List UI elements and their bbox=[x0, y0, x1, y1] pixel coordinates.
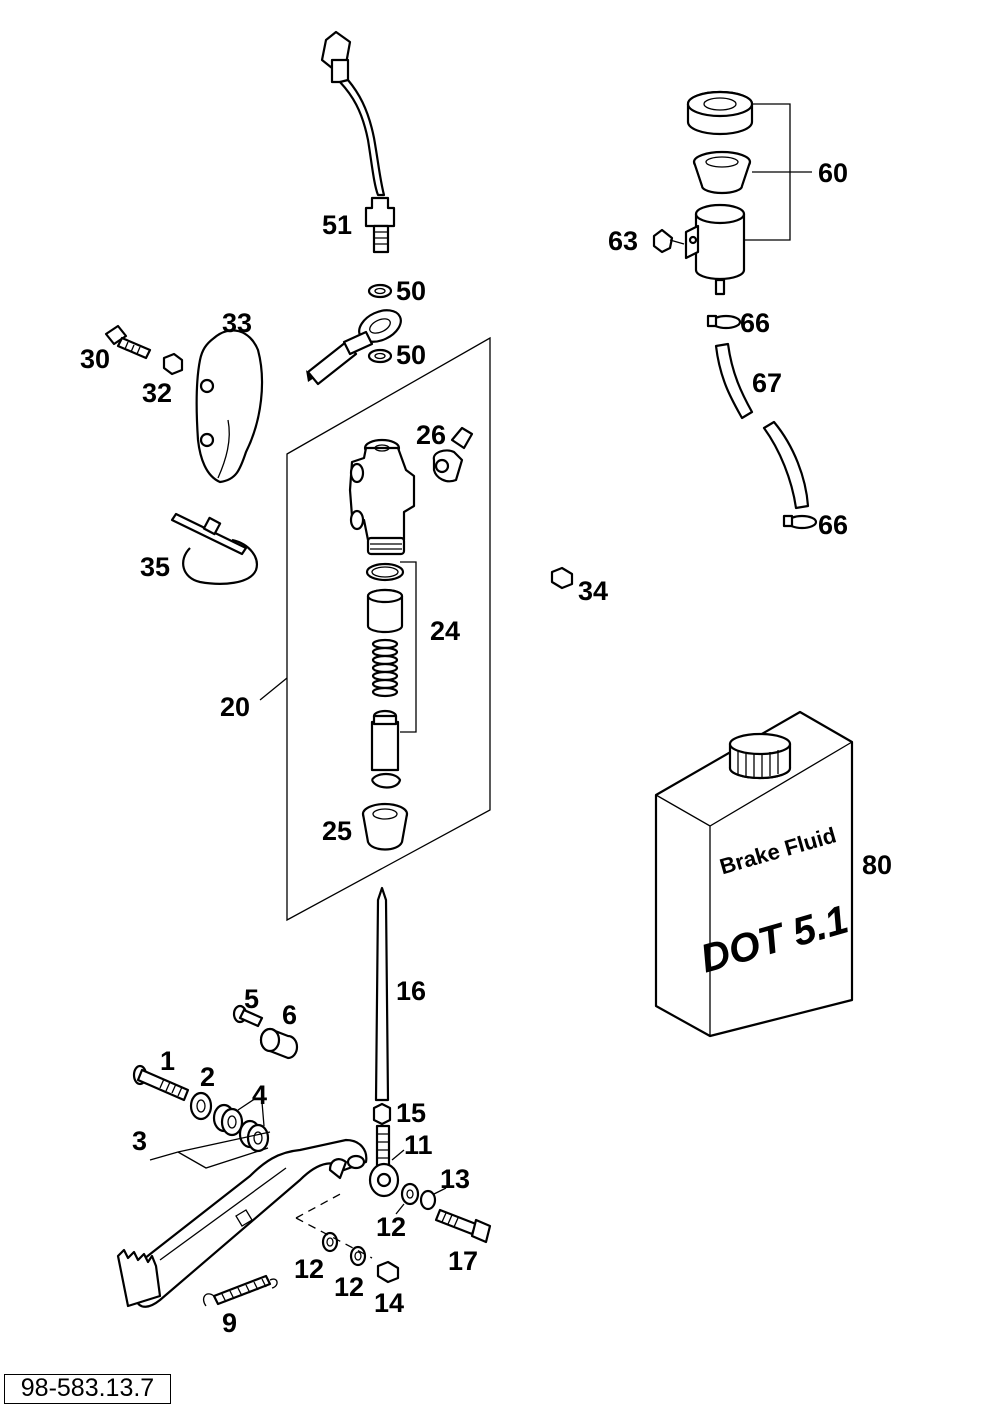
reservoir-bracket bbox=[744, 103, 812, 241]
dust-boot-part bbox=[361, 802, 409, 851]
callout-16: 16 bbox=[396, 976, 426, 1006]
nut-14-part bbox=[376, 1260, 400, 1284]
callout-25: 25 bbox=[322, 816, 352, 846]
bearing-4-b-part bbox=[238, 1119, 270, 1153]
callout-14: 14 bbox=[374, 1288, 404, 1318]
callout-20: 20 bbox=[220, 692, 250, 722]
screw-5-part bbox=[232, 1004, 264, 1028]
callout-66-upper: 66 bbox=[740, 308, 770, 338]
callout-26: 26 bbox=[416, 420, 446, 450]
callout-9: 9 bbox=[222, 1308, 237, 1338]
piston-sleeve-part bbox=[366, 588, 404, 634]
screw-63-part bbox=[652, 228, 674, 254]
banjo-fitting-part bbox=[306, 309, 402, 386]
hose-clamp-lower-part bbox=[782, 514, 818, 530]
callout-12-c: 12 bbox=[334, 1272, 364, 1302]
cable-tie-part bbox=[170, 512, 258, 585]
washer-12-c-part bbox=[349, 1245, 367, 1267]
spring-washer-13-part bbox=[419, 1189, 437, 1211]
washer-12-b-part bbox=[321, 1231, 339, 1253]
return-spring-9-part bbox=[202, 1274, 278, 1307]
reservoir-diaphragm-part bbox=[692, 150, 752, 195]
callout-32: 32 bbox=[142, 378, 172, 408]
brake-fluid-can: Brake Fluid DOT 5.1 bbox=[654, 710, 853, 1038]
pivot-bolt-1-part bbox=[132, 1064, 190, 1102]
sealing-washer-lower bbox=[367, 348, 393, 364]
callout-11: 11 bbox=[404, 1130, 433, 1160]
callout-50-upper: 50 bbox=[396, 276, 426, 306]
nut-15-part bbox=[372, 1102, 392, 1126]
master-cylinder-cover-part bbox=[195, 329, 264, 484]
bolt-17-part bbox=[434, 1208, 492, 1244]
master-cylinder-body-part bbox=[348, 438, 416, 556]
callout-1: 1 bbox=[160, 1046, 175, 1076]
callout-60: 60 bbox=[818, 158, 848, 188]
nut-34-part bbox=[550, 566, 574, 590]
callout-35: 35 bbox=[140, 552, 170, 582]
reference-code-box: 98-583.13.7 bbox=[4, 1374, 171, 1404]
callout-30: 30 bbox=[80, 344, 110, 374]
master-cylinder-assembly-frame bbox=[286, 336, 491, 922]
callout-34: 34 bbox=[578, 576, 608, 606]
callout-12-a: 12 bbox=[376, 1212, 406, 1242]
callout-33: 33 bbox=[222, 308, 252, 338]
spacer-6-part bbox=[259, 1027, 299, 1060]
hose-clamp-upper-part bbox=[706, 314, 742, 330]
callout-2: 2 bbox=[200, 1062, 215, 1092]
reservoir-hose-part bbox=[714, 342, 810, 510]
return-spring-part bbox=[371, 638, 399, 698]
circlip-part bbox=[370, 772, 402, 789]
callout-66-lower: 66 bbox=[818, 510, 848, 540]
bolt-30-part bbox=[104, 324, 152, 360]
callout-15: 15 bbox=[396, 1098, 426, 1128]
reservoir-body-part bbox=[684, 203, 746, 296]
clevis-part bbox=[368, 1124, 400, 1198]
brake-light-switch-part bbox=[320, 30, 396, 254]
push-rod-part bbox=[374, 886, 390, 1102]
washer-2-part bbox=[189, 1091, 213, 1121]
reservoir-cap-part bbox=[686, 90, 754, 136]
callout-4: 4 bbox=[252, 1080, 267, 1110]
callout-24: 24 bbox=[430, 616, 460, 646]
callout-6: 6 bbox=[282, 1000, 297, 1030]
callout-5: 5 bbox=[244, 984, 259, 1014]
callout-13: 13 bbox=[440, 1164, 470, 1194]
brake-pedal-part bbox=[116, 1138, 368, 1308]
elbow-fitting-part bbox=[432, 426, 474, 483]
callout-80: 80 bbox=[862, 850, 892, 880]
sealing-washer-upper bbox=[367, 283, 393, 299]
washer-12-a-part bbox=[400, 1182, 420, 1206]
callout-3: 3 bbox=[132, 1126, 147, 1156]
callout-12-b: 12 bbox=[294, 1254, 324, 1284]
callout-51: 51 bbox=[322, 210, 352, 240]
callout-17: 17 bbox=[448, 1246, 478, 1276]
piston-part bbox=[370, 709, 400, 772]
callout-67: 67 bbox=[752, 368, 782, 398]
callout-63: 63 bbox=[608, 226, 638, 256]
callout-50-lower: 50 bbox=[396, 340, 426, 370]
kit-24-bracket bbox=[400, 561, 417, 733]
nut-32-part bbox=[162, 352, 184, 376]
bearing-4-a-part bbox=[212, 1103, 244, 1137]
